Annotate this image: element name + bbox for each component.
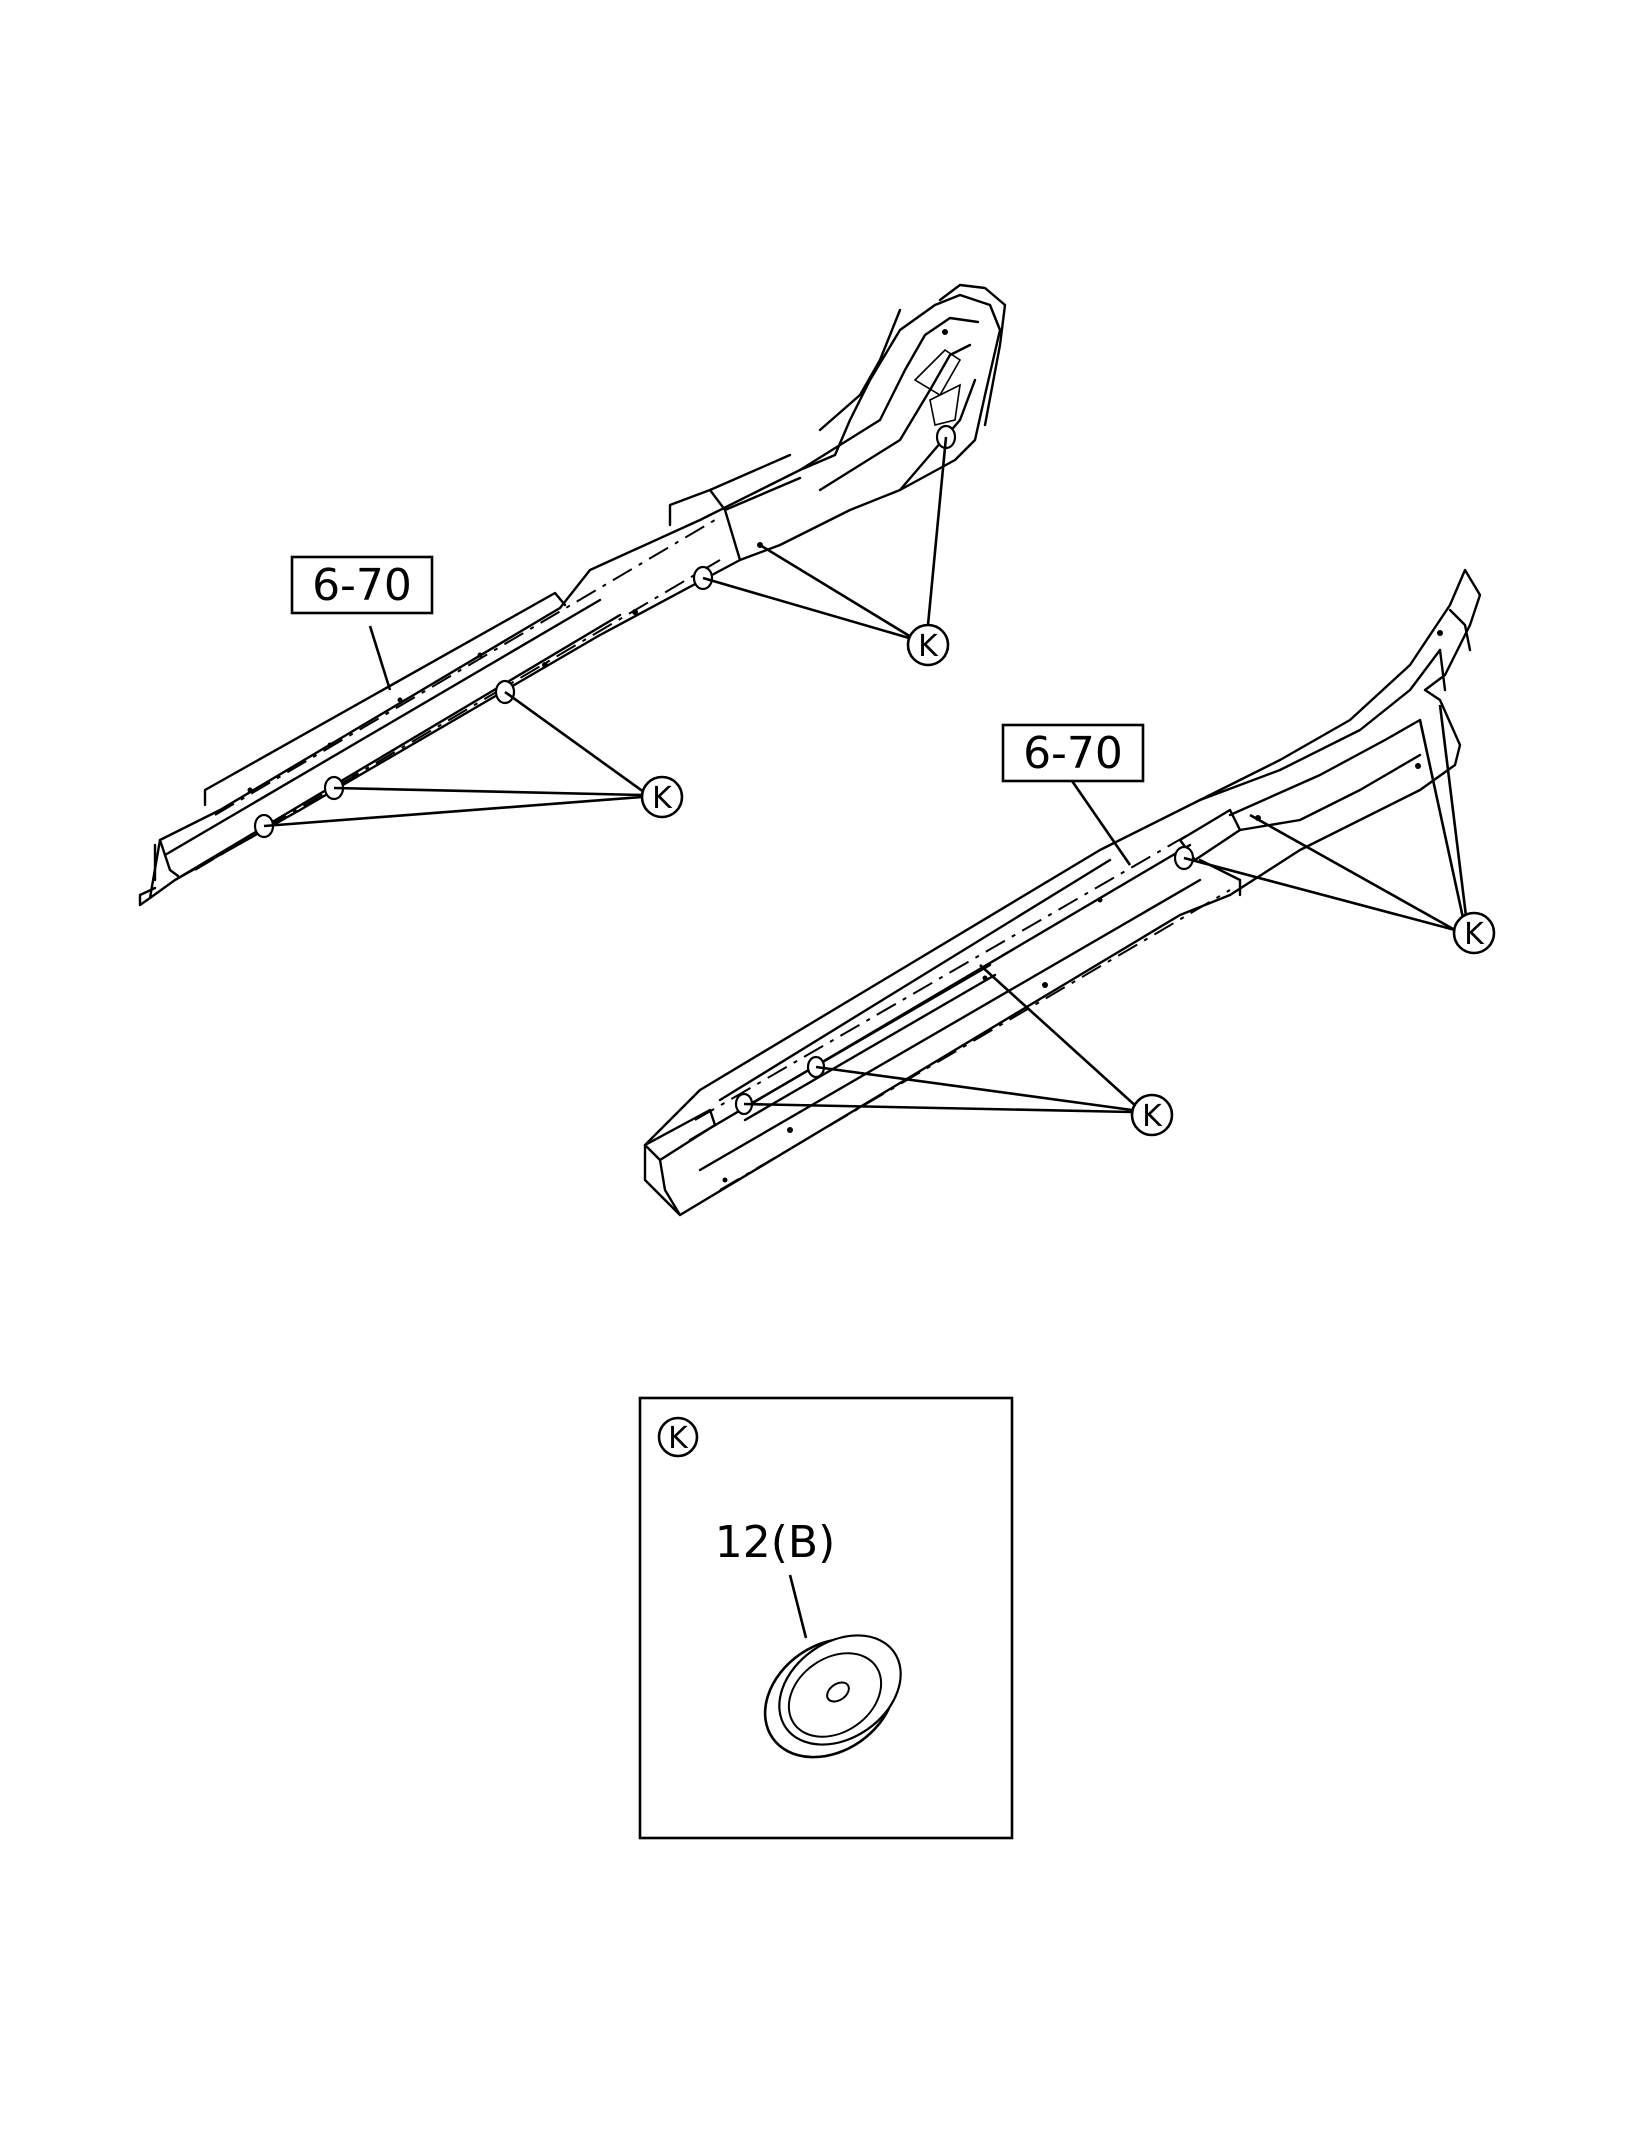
callout-k-lower-right: K <box>1452 911 1496 955</box>
detail-tag-k: K <box>657 1416 699 1458</box>
callout-k-upper-right: K <box>906 623 950 667</box>
upper-leaders <box>263 436 948 828</box>
svg-text:K: K <box>668 1421 689 1456</box>
svg-text:K: K <box>1142 1099 1163 1134</box>
lower-frame-ref-text: 6-70 <box>1023 728 1123 779</box>
grommet-12b <box>763 1634 902 1759</box>
lower-frame-rail <box>643 568 1482 1217</box>
detail-part-label: 12(B) <box>715 1517 836 1568</box>
callout-k-lower-left: K <box>1130 1093 1174 1137</box>
upper-frame-ref-label: 6-70 <box>290 555 434 615</box>
lower-frame-ref-label: 6-70 <box>1001 723 1145 783</box>
upper-frame-ref-text: 6-70 <box>312 560 412 611</box>
svg-text:K: K <box>652 781 673 816</box>
callout-k-upper-left: K <box>640 775 684 819</box>
svg-text:K: K <box>918 629 939 664</box>
svg-text:K: K <box>1464 917 1485 952</box>
lower-leaders <box>743 704 1468 1114</box>
detail-box-k: K 12(B) <box>638 1396 1014 1840</box>
upper-frame-rail <box>138 283 1007 907</box>
